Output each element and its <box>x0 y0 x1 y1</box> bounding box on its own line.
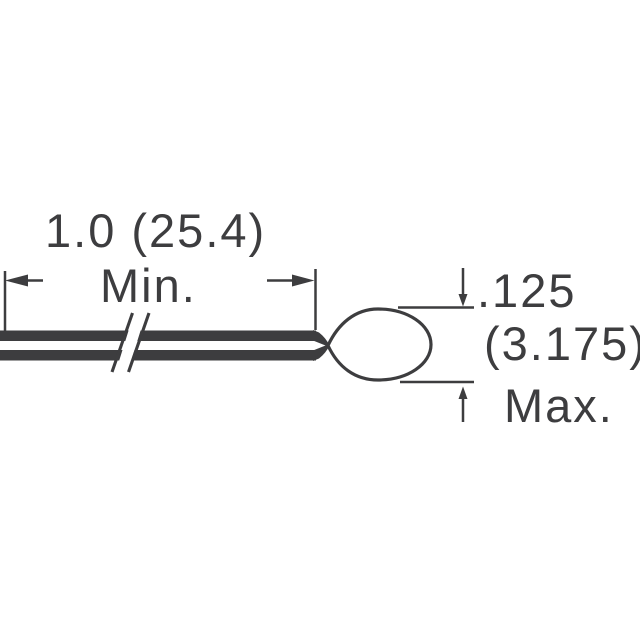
lead-length-label: 1.0 (25.4) <box>45 204 267 257</box>
break-slash-left <box>110 312 134 373</box>
lead-junction <box>313 330 330 361</box>
lead-wire-top <box>0 330 316 341</box>
lead-wire-bottom <box>0 350 316 361</box>
length-arrowhead-right <box>292 274 315 287</box>
bead-diameter-inches-label: .125 <box>477 264 577 317</box>
length-arrowhead-left <box>5 274 28 287</box>
bead-outline <box>326 307 433 382</box>
bead-diameter-qualifier-label: Max. <box>504 379 614 432</box>
diameter-arrowhead-down <box>458 294 468 307</box>
lead-length-qualifier-label: Min. <box>100 259 197 312</box>
break-slash-right <box>127 312 151 373</box>
break-gap <box>115 310 147 374</box>
diameter-arrowhead-up <box>458 386 468 399</box>
bead-diameter-millimeters-label: (3.175) <box>484 317 640 370</box>
